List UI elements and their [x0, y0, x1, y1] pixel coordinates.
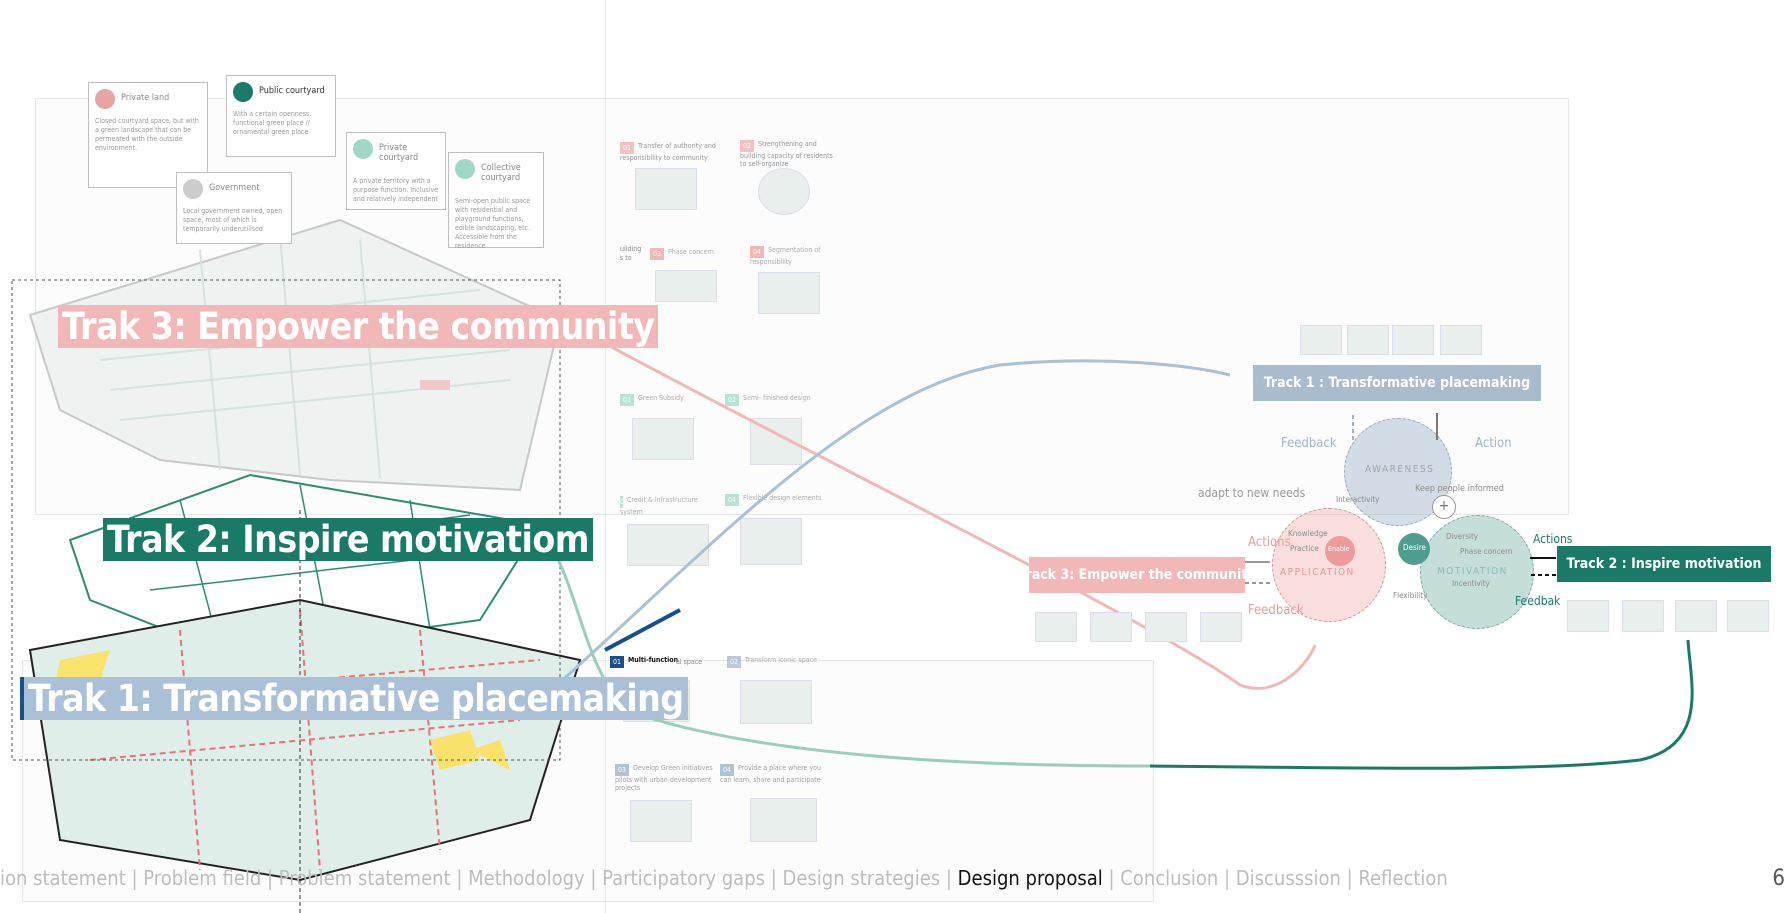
- phase-concern-label: Phase concern: [1460, 547, 1513, 556]
- strategy-illustration: [740, 518, 802, 565]
- callout-government: Government Local government owned, open …: [176, 172, 292, 244]
- track3-thumbnail: [1145, 612, 1187, 642]
- strategy-illustration: [758, 272, 820, 314]
- incentivity-label: Incentivity: [1452, 579, 1490, 588]
- interactivity-label: Interactivity: [1336, 495, 1380, 504]
- callout-private-land: Private land Closed courtyard space, but…: [88, 82, 208, 188]
- enable-node: [1325, 536, 1355, 566]
- application-circle: [1272, 508, 1386, 622]
- strategy-partial-label: s to: [620, 254, 632, 262]
- track3-thumbnail: [1090, 612, 1132, 642]
- strategy-partial-label: uilding: [620, 245, 642, 253]
- page-number: 6: [1772, 866, 1785, 891]
- adapt-label: adapt to new needs: [1198, 486, 1306, 500]
- strategy-partial-label: al space: [676, 658, 703, 666]
- track3-thumbnail: [1035, 612, 1077, 642]
- plus-button[interactable]: +: [1432, 495, 1456, 519]
- application-label: APPLICATION: [1280, 567, 1355, 578]
- strategy-illustration: [630, 800, 692, 842]
- axonometric-map: [11, 218, 582, 913]
- strategy-illustration: [655, 270, 717, 302]
- track3-thumbnail: [1200, 612, 1242, 642]
- track1-thumbnail: [1300, 325, 1342, 355]
- awareness-label: AWARENESS: [1365, 464, 1435, 475]
- desire-node: [1398, 533, 1430, 565]
- strategy-illustration: [632, 418, 694, 460]
- track3-box: Track 3: Empower the community: [1018, 557, 1256, 593]
- keep-informed-label: Keep people informed: [1415, 484, 1504, 494]
- feedbak-right-label: Feedbak: [1515, 594, 1561, 608]
- actions-right-label: Actions: [1533, 532, 1573, 546]
- track2-thumbnail: [1622, 600, 1664, 632]
- trak2-label: Trak 2: Inspire motivatiom: [103, 518, 593, 561]
- vertical-divider: [605, 0, 606, 913]
- actions-left-label: Actions: [1248, 535, 1291, 550]
- feedback-left-label: Feedback: [1248, 603, 1304, 618]
- section-navigation: ion statement | Problem field | Problem …: [0, 866, 1448, 890]
- track1-thumbnail: [1347, 325, 1389, 355]
- callout-collective-courtyard: Collective courtyard Semi-open public sp…: [448, 152, 544, 250]
- strategy-illustration: [740, 680, 812, 724]
- track2-thumbnail: [1727, 600, 1769, 632]
- diversity-label: Diversity: [1446, 532, 1479, 541]
- motivation-label: MOTIVATION: [1437, 566, 1508, 577]
- callout-public-courtyard: Public courtyard With a certain openness…: [226, 75, 336, 157]
- track1-thumbnail: [1440, 325, 1482, 355]
- strategy-illustration: [635, 168, 697, 210]
- knowledge-label: Knowledge: [1288, 529, 1328, 538]
- strategy-illustration: [750, 798, 817, 842]
- action-top-label: Action: [1475, 436, 1512, 451]
- feedback-top-label: Feedback: [1281, 436, 1337, 451]
- strategy-item: 03Credit & infrastructure system: [620, 496, 698, 516]
- trak3-label: Trak 3: Empower the community: [58, 305, 659, 348]
- trak1-label: Trak 1: Transformative placemaking: [20, 677, 688, 720]
- nav-items-after[interactable]: | Conclusion | Discusssion | Reflection: [1102, 866, 1448, 890]
- callout-private-courtyard: Private courtyard A private territory wi…: [346, 132, 446, 210]
- motivation-circle: [1420, 515, 1534, 629]
- enable-label: Enable: [1328, 545, 1350, 553]
- track1-thumbnail: [1392, 325, 1434, 355]
- nav-item-active[interactable]: Design proposal: [957, 866, 1103, 890]
- strategy-illustration: [758, 168, 810, 215]
- track2-box: Track 2 : Inspire motivation: [1557, 546, 1771, 582]
- practice-label: Practice: [1290, 544, 1319, 553]
- track1-box: Track 1 : Transformative placemaking: [1253, 365, 1541, 401]
- nav-items-before[interactable]: ion statement | Problem field | Problem …: [0, 866, 958, 890]
- track2-thumbnail: [1567, 600, 1609, 632]
- track2-thumbnail: [1675, 600, 1717, 632]
- desire-label: Desire: [1403, 543, 1426, 552]
- flexibility-label: Flexibility: [1393, 591, 1428, 600]
